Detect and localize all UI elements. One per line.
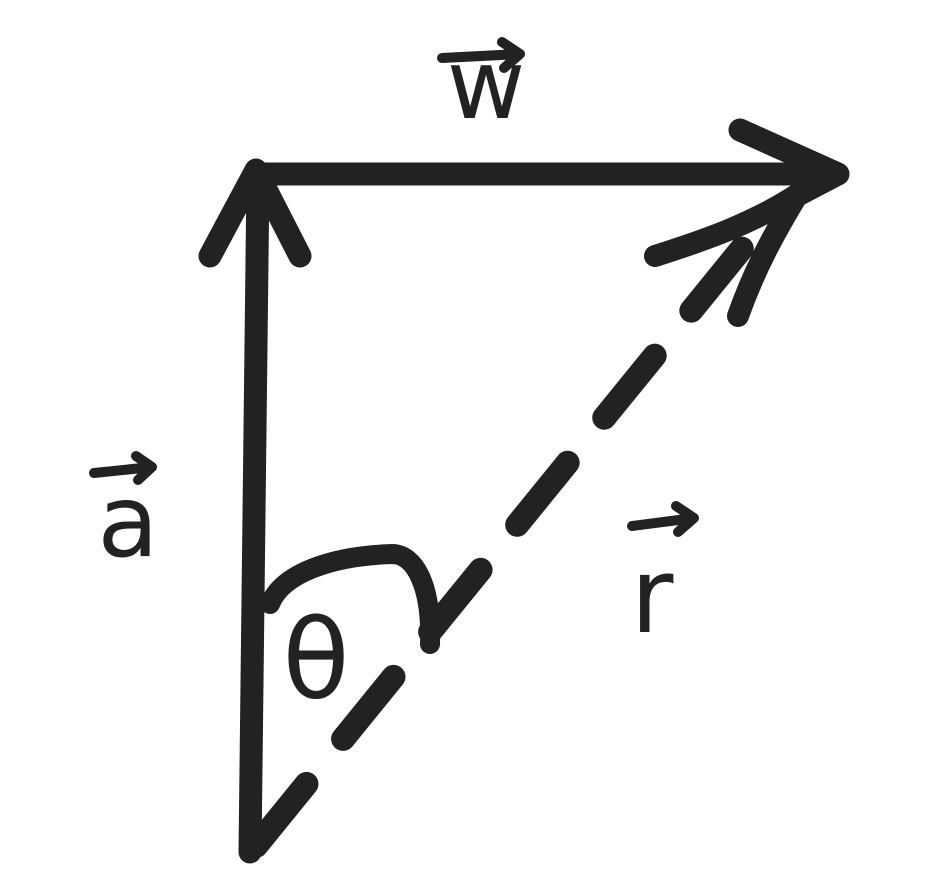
label-theta-text: θ: [282, 596, 349, 724]
label-a: a: [89, 451, 159, 580]
vector-w: [244, 118, 850, 208]
vector-r-arrowhead: [644, 183, 809, 327]
label-r-text: r: [631, 535, 674, 657]
vector-a-shaft: [238, 164, 270, 864]
label-w: w: [437, 29, 526, 141]
label-a-overarrow: [89, 451, 157, 485]
label-r-overarrow: [627, 501, 699, 537]
label-r: r: [627, 501, 699, 657]
label-theta: θ: [282, 596, 349, 724]
angle-arc: [260, 544, 441, 654]
label-w-text: w: [447, 29, 526, 141]
vector-r: [244, 183, 809, 858]
label-w-overarrow: [437, 37, 525, 73]
vector-w-arrowhead: [728, 118, 850, 208]
label-a-text: a: [97, 463, 158, 580]
vector-r-dashed-shaft: [244, 224, 764, 858]
